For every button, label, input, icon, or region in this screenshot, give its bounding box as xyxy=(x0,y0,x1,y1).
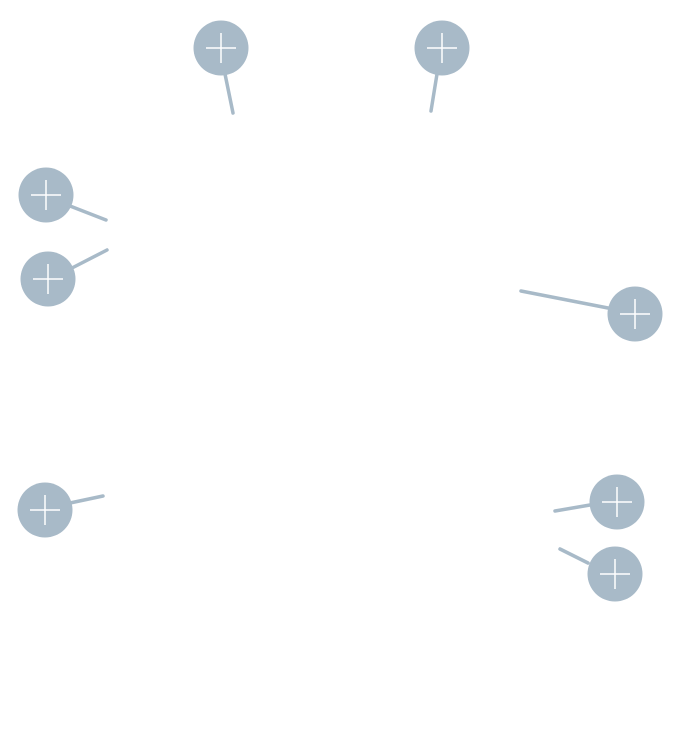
add-button-left-lower[interactable] xyxy=(17,482,73,538)
plus-icon xyxy=(600,559,630,589)
plus-icon xyxy=(620,299,650,329)
plus-icon xyxy=(31,180,61,210)
connector-line xyxy=(558,547,590,565)
add-button-top-left[interactable] xyxy=(193,20,249,76)
connector-line xyxy=(68,204,108,222)
connector-line xyxy=(223,72,235,115)
add-button-top-right[interactable] xyxy=(414,20,470,76)
plus-icon xyxy=(427,33,457,63)
connector-line xyxy=(70,248,109,270)
add-button-left-middle[interactable] xyxy=(20,251,76,307)
connector-line xyxy=(553,503,592,513)
add-button-left-upper[interactable] xyxy=(18,167,74,223)
plus-icon xyxy=(206,33,236,63)
plus-icon xyxy=(30,495,60,525)
connector-line xyxy=(519,289,610,310)
add-buttons-layer xyxy=(17,20,663,602)
plus-icon xyxy=(602,487,632,517)
plus-icon xyxy=(33,264,63,294)
connector-line xyxy=(68,494,105,505)
add-button-right-middle[interactable] xyxy=(607,286,663,342)
connector-line xyxy=(429,72,439,113)
add-button-right-lower-2[interactable] xyxy=(587,546,643,602)
add-button-right-lower-1[interactable] xyxy=(589,474,645,530)
